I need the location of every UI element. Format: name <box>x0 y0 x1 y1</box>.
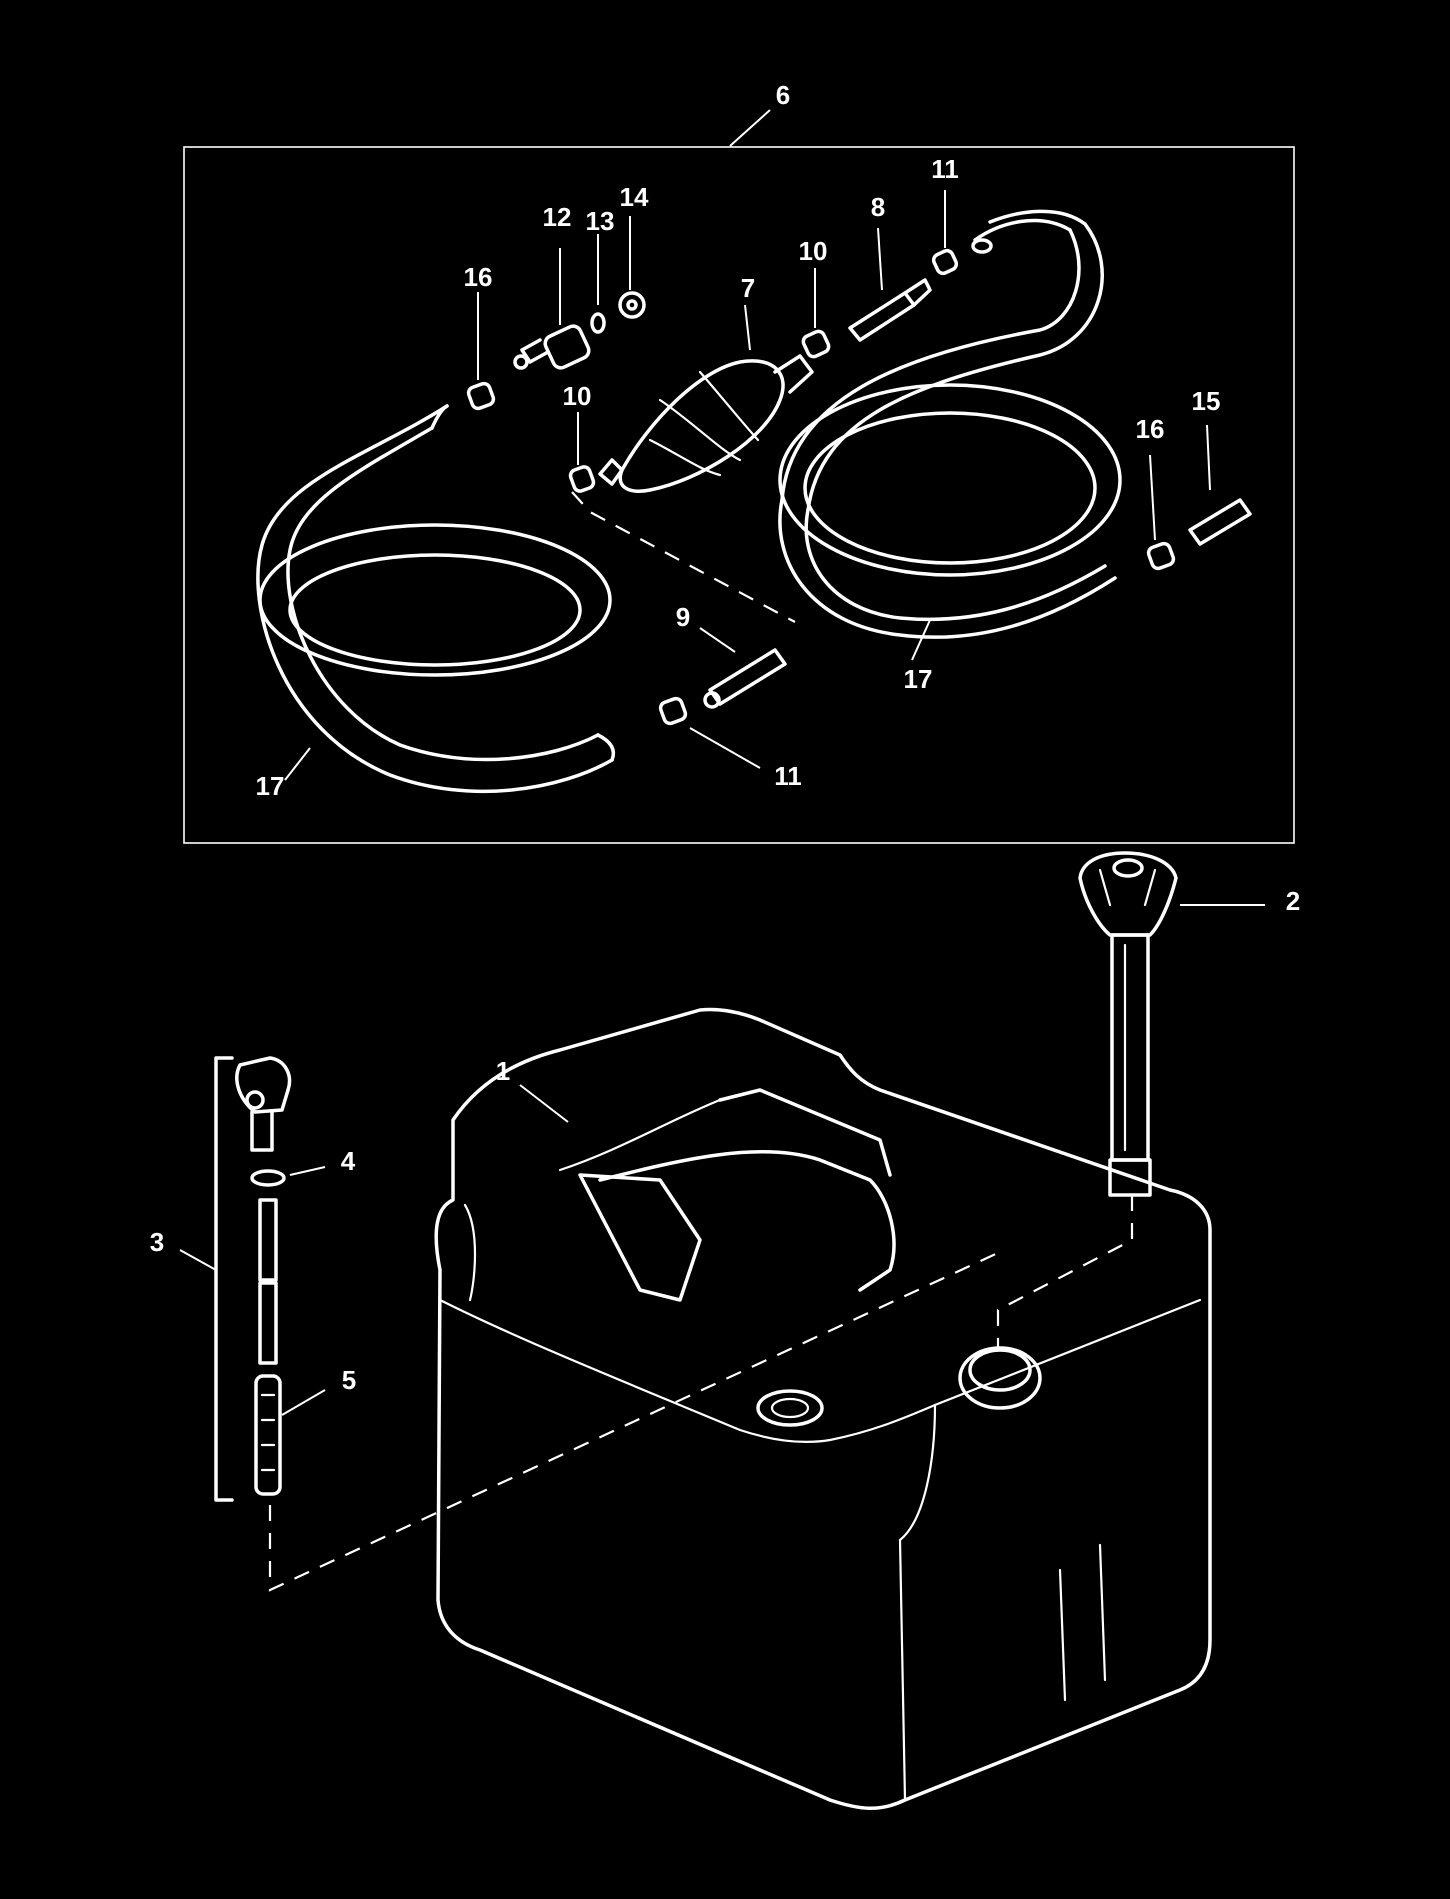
right-fuel-hose <box>778 209 1122 639</box>
callout-8: 8 <box>871 192 885 222</box>
callout-13: 13 <box>586 206 615 236</box>
leader-lines <box>179 109 1265 1416</box>
kit-routing-dash <box>571 491 796 623</box>
washer-14 <box>618 291 646 319</box>
fitting-15 <box>1188 498 1252 546</box>
callout-14: 14 <box>620 182 649 212</box>
callout-16-top: 16 <box>464 262 493 292</box>
pickup-assembly <box>235 1056 292 1496</box>
callout-2: 2 <box>1286 886 1300 916</box>
callout-10-right: 10 <box>799 236 828 266</box>
callout-17-right: 17 <box>904 664 933 694</box>
callout-4: 4 <box>341 1146 356 1176</box>
fuel-gauge <box>1078 851 1178 1197</box>
gauge-routing-dash <box>996 1195 1134 1350</box>
callout-10-left: 10 <box>563 381 592 411</box>
callout-12: 12 <box>543 202 572 232</box>
pickup-bracket <box>214 1056 234 1502</box>
callout-5: 5 <box>342 1365 356 1395</box>
callout-1: 1 <box>496 1056 510 1086</box>
clamp-11-bottom <box>658 696 688 726</box>
callout-9: 9 <box>676 602 690 632</box>
fuel-tank <box>434 1007 1212 1810</box>
callout-3: 3 <box>150 1227 164 1257</box>
callout-17-left: 17 <box>256 771 285 801</box>
primer-bulb <box>598 354 814 493</box>
callout-labels: 6 16 12 13 14 7 10 8 11 15 16 10 9 11 17… <box>150 80 1300 1395</box>
o-ring-13 <box>590 312 606 334</box>
fuel-line-kit-frame <box>183 146 1295 844</box>
fitting-16-top <box>466 381 496 411</box>
left-fuel-hose <box>256 404 616 794</box>
clamp-10-right <box>801 329 831 359</box>
callout-16-right: 16 <box>1136 414 1165 444</box>
callout-6: 6 <box>776 80 790 110</box>
clamp-16-right <box>1146 541 1176 571</box>
clamp-10-left <box>568 465 596 493</box>
callout-15: 15 <box>1192 386 1221 416</box>
clamp-11-top <box>931 248 959 276</box>
fitting-12-connector <box>513 324 591 370</box>
callout-11-top: 11 <box>931 154 959 184</box>
pickup-routing-dash <box>268 1251 1001 1592</box>
callout-11-bottom: 11 <box>774 761 802 791</box>
fitting-9 <box>703 648 787 709</box>
fitting-8 <box>848 278 932 342</box>
callout-7: 7 <box>741 273 755 303</box>
